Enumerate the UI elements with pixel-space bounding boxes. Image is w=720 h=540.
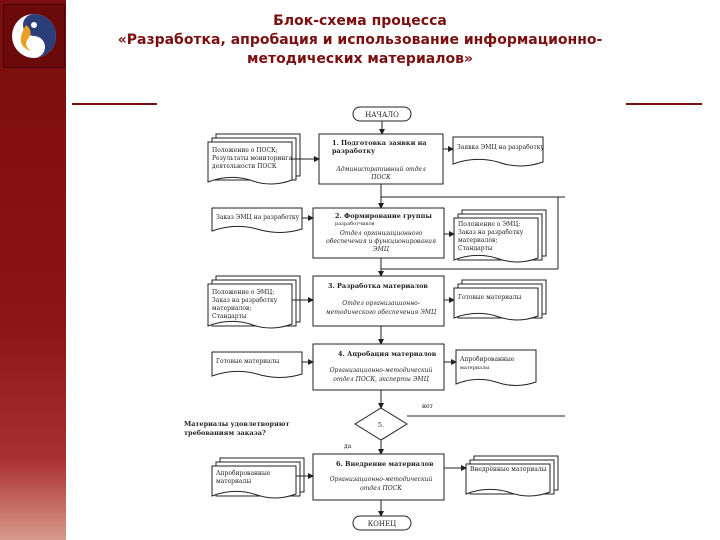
document-output-3: Готовые материалы: [453, 279, 547, 321]
step1-owner-line2: ПОСК: [370, 174, 391, 181]
step1-title-line1: 1. Подготовка заявки на: [332, 139, 427, 147]
doc4-line2: Заказ на разработку: [458, 229, 524, 236]
step2-title-line2: разработчиков: [335, 220, 375, 227]
step1-owner-line1: Административный отдел: [335, 166, 426, 173]
process-step-6: 6. Внедрение материалов Организационно-м…: [312, 453, 445, 501]
logo: [3, 4, 65, 68]
doc8-line2: материалы: [460, 365, 489, 371]
loop-back-line-outer: [381, 196, 565, 417]
doc5-line4: Стандарты: [212, 313, 247, 320]
divider-left: [72, 103, 157, 105]
document-output-1: Заявка ЭМЦ на разработку: [452, 136, 544, 167]
step3-owner-line2: методического обеспечения ЭМЦ: [326, 309, 437, 316]
doc1-line3: деятельности ПОСК: [212, 163, 277, 170]
step2-owner-line3: ЭМЦ: [373, 246, 390, 253]
document-input-3: Положение о ЭМЦ; Заказ на разработку мат…: [207, 275, 301, 329]
doc9-line1: Апробированные: [216, 470, 271, 477]
doc9-line2: материалы: [216, 478, 251, 485]
step4-title: 4. Апробация материалов: [338, 350, 437, 358]
doc2-label: Заявка ЭМЦ на разработку: [457, 144, 544, 151]
doc7-label: Готовые материалы: [216, 358, 279, 365]
decision-label: 5.: [378, 421, 384, 429]
document-input-1: Положение о ПОСК; Результаты мониторинга…: [207, 133, 301, 185]
document-input-4: Готовые материалы: [211, 351, 303, 378]
step2-title-line1: 2. Формирование группы: [335, 212, 432, 220]
decision-question-line1: Материалы удовлетворяют: [184, 420, 290, 428]
slide-title: Блок-схема процесса «Разработка, апробац…: [70, 12, 650, 69]
document-input-5: Апробированные материалы: [211, 457, 305, 499]
step4-owner-line2: отдел ПОСК, эксперты ЭМЦ: [333, 376, 429, 383]
doc8-line1: Апробированные: [460, 356, 515, 363]
doc1-line2: Результаты мониторинга: [212, 155, 293, 162]
process-step-2: 2. Формирование группы разработчиков Отд…: [312, 207, 445, 259]
decision-question-line2: требованиям заказа?: [184, 429, 266, 437]
document-input-2: Заказ ЭМЦ на разработку: [211, 207, 303, 233]
divider-right: [626, 103, 702, 105]
document-output-2: Положение о ЭМЦ; Заказ на разработку мат…: [453, 209, 547, 263]
doc4-line4: Стандарты: [458, 245, 493, 252]
title-line-2: «Разработка, апробация и использование и…: [117, 32, 603, 48]
doc10-label: Внедрённые материалы: [470, 466, 547, 473]
step4-owner-line1: Организационно-методический: [330, 367, 433, 374]
document-output-5: Внедрённые материалы: [465, 455, 559, 497]
doc6-label: Готовые материалы: [458, 294, 521, 301]
sidebar-band: [0, 0, 66, 540]
start-label: НАЧАЛО: [365, 111, 399, 119]
step6-title: 6. Внедрение материалов: [336, 460, 434, 468]
step6-owner-line2: отдел ПОСК: [360, 485, 402, 492]
step1-title-line2: разработку: [332, 147, 376, 155]
step3-title: 3. Разработка материалов: [328, 282, 428, 290]
doc5-line2: Заказ на разработку: [212, 297, 278, 304]
decision-diamond: 5.: [354, 407, 408, 441]
step2-owner-line1: Отдел организационного: [340, 230, 423, 237]
decision-no-label: нет: [422, 403, 434, 410]
process-step-1: 1. Подготовка заявки на разработку Админ…: [318, 133, 444, 185]
decision-yes-label: да: [344, 443, 352, 450]
doc1-line1: Положение о ПОСК;: [212, 147, 278, 154]
document-output-4: Апробированные материалы: [455, 349, 537, 386]
company-logo-icon: [12, 14, 56, 58]
end-label: КОНЕЦ: [368, 520, 396, 528]
doc4-line3: материалов;: [458, 237, 497, 244]
title-line-1: Блок-схема процесса: [273, 13, 447, 29]
step6-owner-line1: Организационно-методический: [330, 476, 433, 483]
doc5-line1: Положение о ЭМЦ;: [212, 289, 274, 296]
step2-owner-line2: обеспечения и функционирования: [326, 238, 436, 245]
step3-owner-line1: Отдел организационно-: [342, 300, 420, 307]
start-terminal: НАЧАЛО: [352, 106, 412, 122]
process-step-3: 3. Разработка материалов Отдел организац…: [312, 275, 445, 327]
doc4-line1: Положение о ЭМЦ;: [458, 221, 520, 228]
doc5-line3: материалов;: [212, 305, 251, 312]
end-terminal: КОНЕЦ: [352, 515, 412, 531]
doc3-label: Заказ ЭМЦ на разработку: [216, 214, 300, 221]
process-step-4: 4. Апробация материалов Организационно-м…: [312, 343, 445, 391]
title-line-3: методических материалов»: [247, 51, 473, 67]
flowchart: НАЧАЛО 1. Подготовка заявки на разработк…: [184, 106, 565, 531]
